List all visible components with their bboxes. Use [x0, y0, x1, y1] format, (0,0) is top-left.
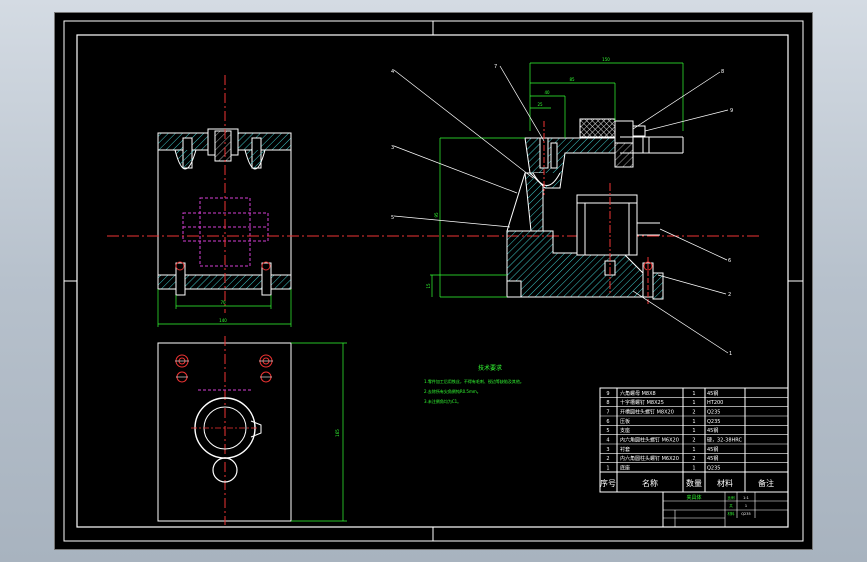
title-sheet-label: 共: [729, 503, 733, 508]
bom-cell-qty: 1: [692, 391, 695, 397]
title-name: 夹具体: [686, 494, 701, 501]
balloon-3: 3: [391, 145, 394, 151]
bom-cell-qty: 1: [692, 466, 695, 472]
bom-cell-material: 45钢: [707, 390, 718, 397]
dim-top-small2: 25: [537, 102, 543, 107]
bom-cell-name: 衬套: [620, 446, 630, 453]
balloon-7: 7: [494, 64, 497, 70]
tech-req-line-3: 3.未注倒角均为C1。: [424, 398, 461, 404]
balloon-4: 4: [391, 69, 394, 75]
side-view: 150 85 40 25 95 15 4 3 5 7 8 9 6 2 1: [391, 57, 733, 357]
front-view: 70 140: [157, 75, 292, 327]
bom-cell-material: Q235: [707, 466, 720, 472]
dim-side-height: 95: [434, 212, 439, 218]
bom-cell-material: HT200: [707, 400, 723, 406]
bom-cell-name: 内六角圆柱头螺钉 M6X20: [620, 455, 679, 462]
bom-cell-qty: 1: [692, 419, 695, 425]
bom-cell-name: 内六角圆柱头螺钉 M6X20: [620, 437, 679, 444]
bom-cell-no: 3: [606, 447, 609, 453]
bom-cell-name: 压板: [620, 418, 630, 425]
title-sheet: 1: [745, 504, 747, 508]
balloon-8: 8: [721, 69, 724, 75]
bom-cell-no: 9: [606, 391, 609, 397]
cad-viewport[interactable]: 70 140 165: [54, 12, 813, 550]
bom-cell-no: 8: [606, 400, 609, 406]
bom-cell-qty: 1: [692, 447, 695, 453]
bom-cell-name: 十字槽螺钉 M8X25: [620, 399, 664, 406]
dim-front-mid: 70: [220, 300, 226, 305]
bom-cell-material: 45钢: [707, 446, 718, 453]
dim-front-width: 140: [219, 318, 227, 323]
technical-requirements: 技术要求 1.零件加工后用铁丝，不得有毛刺、锐边等缺陷及其他。 2.去除所有尖角…: [424, 364, 524, 404]
bom-cell-no: 2: [606, 456, 609, 462]
balloon-1: 1: [729, 351, 732, 357]
title-material-label: 材料: [728, 511, 736, 516]
plan-view: 165: [157, 336, 347, 525]
dim-base-height: 15: [426, 283, 431, 289]
bom-cell-no: 7: [606, 410, 609, 416]
bom-header-name: 名称: [642, 478, 658, 488]
bom-header-qty: 数量: [686, 478, 702, 488]
balloon-5: 5: [391, 215, 394, 221]
tech-req-title: 技术要求: [478, 364, 502, 372]
bom-header-note: 备注: [758, 478, 774, 488]
assembly-drawing: 70 140 165: [63, 20, 804, 542]
balloon-2: 2: [728, 292, 731, 298]
bom-cell-qty: 1: [692, 400, 695, 406]
bom-cell-name: 开槽圆柱头螺钉 M8X20: [620, 409, 674, 416]
bom-cell-no: 5: [606, 428, 609, 434]
bom-cell-qty: 2: [692, 438, 695, 444]
bom-cell-qty: 2: [692, 410, 695, 416]
bom-cell-material: 45钢: [707, 455, 718, 462]
bom-header-material: 材料: [717, 478, 733, 488]
bom-cell-material: Q235: [707, 410, 720, 416]
bom-cell-no: 6: [606, 419, 609, 425]
bom-cell-qty: 1: [692, 428, 695, 434]
bom-cell-no: 4: [606, 438, 609, 444]
title-scale-label: 比例: [728, 495, 736, 500]
bom-cell-name: 六角螺母 M8X8: [620, 390, 656, 397]
bom-cell-material: Q235: [707, 419, 720, 425]
dim-top-small1: 40: [544, 90, 550, 95]
bom-cell-name: 底座: [620, 465, 630, 472]
dim-top-overall: 150: [602, 57, 610, 62]
tech-req-line-2: 2.去除所有尖角倒钝R0.5mm。: [424, 388, 481, 394]
title-material: Q235: [741, 512, 750, 516]
title-scale: 1:1: [743, 496, 749, 500]
dim-plan-height: 165: [335, 429, 340, 437]
bom-cell-name: 支座: [620, 427, 630, 434]
tech-req-line-1: 1.零件加工后用铁丝，不得有毛刺、锐边等缺陷及其他。: [424, 378, 524, 384]
bom-cell-material: 硬，32-38HRC: [707, 438, 743, 444]
dim-top-mid: 85: [569, 77, 575, 82]
bom-cell-qty: 2: [692, 456, 695, 462]
title-block: 夹具体 比例 1:1 共 1 材料 Q235: [662, 491, 789, 528]
balloon-9: 9: [730, 108, 733, 114]
balloon-6: 6: [728, 258, 731, 264]
bom-cell-material: 45钢: [707, 427, 718, 434]
bom-cell-no: 1: [606, 466, 609, 472]
bom-header-no: 序号: [600, 478, 616, 488]
